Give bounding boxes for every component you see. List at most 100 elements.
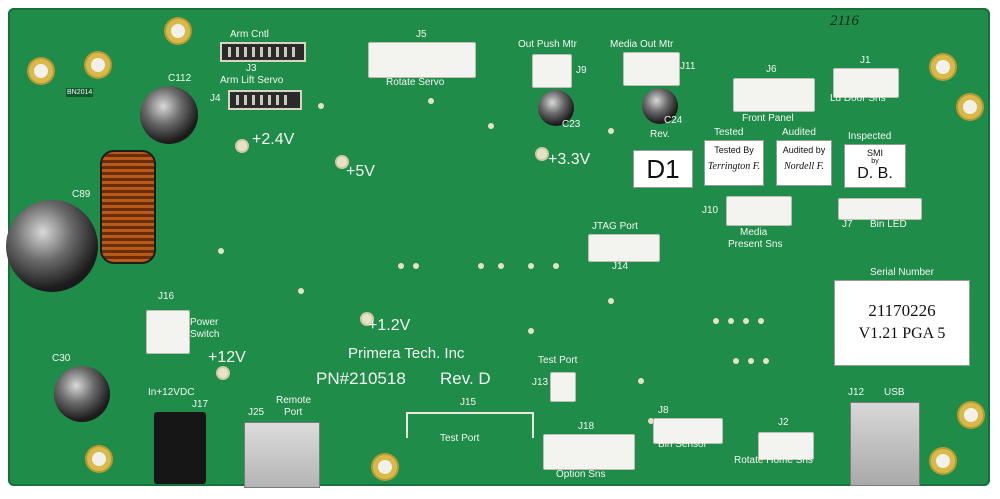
remote-port-connector (244, 422, 320, 488)
via (763, 358, 769, 364)
rev-label: Rev. (650, 129, 670, 140)
j14-connector (588, 234, 660, 262)
via (638, 378, 644, 384)
j25-ref: J25 (248, 407, 265, 418)
capacitor-c30 (54, 366, 110, 422)
via (728, 318, 734, 324)
pcb-board: D1 Tested By Terrington F. Audited by No… (6, 8, 990, 488)
serial-number-title: Serial Number (870, 267, 934, 278)
tested-sticker: Tested By Terrington F. (704, 140, 764, 186)
j3-arm-label: Arm Cntl (230, 29, 269, 40)
j18-ref: J18 (578, 421, 595, 432)
usb-label: USB (884, 387, 905, 398)
j5-connector (368, 42, 476, 78)
via (713, 318, 719, 324)
via (758, 318, 764, 324)
media-out-mtr-label: Media Out Mtr (610, 39, 674, 50)
c89-ref: C89 (72, 189, 91, 200)
dc-power-jack (154, 412, 206, 484)
option-sns-label: Option Sns (556, 469, 606, 480)
j1-ld-door-label: Ld Door Sns (830, 93, 886, 104)
capacitor-c23 (538, 90, 574, 126)
c23-ref: C23 (562, 119, 581, 130)
voltage-2-4v: +2.4V (252, 131, 295, 148)
j3-ribbon-connector (220, 42, 306, 62)
j13-ref: J13 (532, 377, 549, 388)
via (608, 298, 614, 304)
j7-connector (838, 198, 922, 220)
via (318, 103, 324, 109)
j8-ref: J8 (658, 405, 669, 416)
via (298, 288, 304, 294)
j4-arm-lift-label: Arm Lift Servo (220, 75, 284, 86)
j16-ref: J16 (158, 291, 175, 302)
test-pad (216, 366, 230, 380)
tested-label: Tested (714, 127, 744, 138)
inspected-signature: D. B. (857, 165, 893, 182)
via (528, 263, 534, 269)
voltage-3-3v: +3.3V (548, 151, 591, 168)
test-pad (535, 147, 549, 161)
version-text: V1.21 PGA 5 (858, 325, 946, 342)
via (748, 358, 754, 364)
bin-led-label: Bin LED (870, 219, 907, 230)
smi-by-text: by (871, 158, 879, 165)
part-number: PN#210518 (316, 369, 406, 388)
tested-by-text: Tested By (714, 145, 754, 155)
j16-connector (146, 310, 190, 354)
j2-connector (758, 432, 814, 460)
j3-ref: J3 (246, 63, 257, 74)
via (428, 98, 434, 104)
bn-code: BN2014 (66, 88, 94, 97)
jtag-port-label: JTAG Port (592, 221, 638, 232)
in-12vdc-label: In+12VDC (148, 387, 195, 398)
mount-hole (936, 60, 950, 74)
c112-ref: C112 (168, 73, 192, 84)
usb-connector (850, 402, 920, 486)
voltage-1-2v: +1.2V (368, 317, 411, 334)
mount-hole (92, 452, 106, 466)
j10-ref: J10 (702, 205, 719, 216)
inspected-label: Inspected (848, 131, 892, 142)
bin-sensor-label: Bin Sensor (658, 439, 707, 450)
port-label: Port (284, 407, 303, 418)
j2-ref: J2 (778, 417, 789, 428)
c24-ref: C24 (664, 115, 683, 126)
j4-ref: J4 (210, 93, 221, 104)
capacitor-c24 (642, 88, 678, 124)
j5-rotate-servo-label: Rotate Servo (386, 77, 445, 88)
test-pad (360, 312, 374, 326)
mount-hole (936, 454, 950, 468)
inspected-sticker: SMI by D. B. (844, 144, 906, 188)
present-sns-label: Present Sns (728, 239, 783, 250)
capacitor-c89 (6, 200, 98, 292)
j11-ref: J11 (680, 61, 696, 72)
j9-ref: J9 (576, 65, 587, 76)
capacitor-c112 (140, 86, 198, 144)
j1-connector (833, 68, 899, 98)
serial-sticker: 21170226 V1.21 PGA 5 (834, 280, 970, 366)
j11-connector (623, 52, 680, 86)
mount-hole (963, 100, 977, 114)
j5-ref: J5 (416, 29, 427, 40)
rev-sticker: D1 (633, 150, 693, 188)
j6-connector (733, 78, 815, 112)
j8-connector (653, 418, 723, 444)
mount-hole (34, 64, 48, 78)
smi-text: SMI (866, 148, 883, 158)
via (608, 128, 614, 134)
via (553, 263, 559, 269)
via (528, 328, 534, 334)
media-label: Media (740, 227, 768, 238)
via (648, 418, 654, 424)
mount-hole (171, 24, 185, 38)
via (413, 263, 419, 269)
j18-connector (543, 434, 635, 470)
j13-connector (550, 372, 576, 402)
via (398, 263, 404, 269)
audited-by-text: Audited by (782, 145, 826, 155)
out-push-mtr-label: Out Push Mtr (518, 39, 577, 50)
audited-sticker: Audited by Nordell F. (776, 140, 832, 186)
j4-ribbon-connector (228, 90, 302, 110)
j15-ref: J15 (460, 397, 477, 408)
